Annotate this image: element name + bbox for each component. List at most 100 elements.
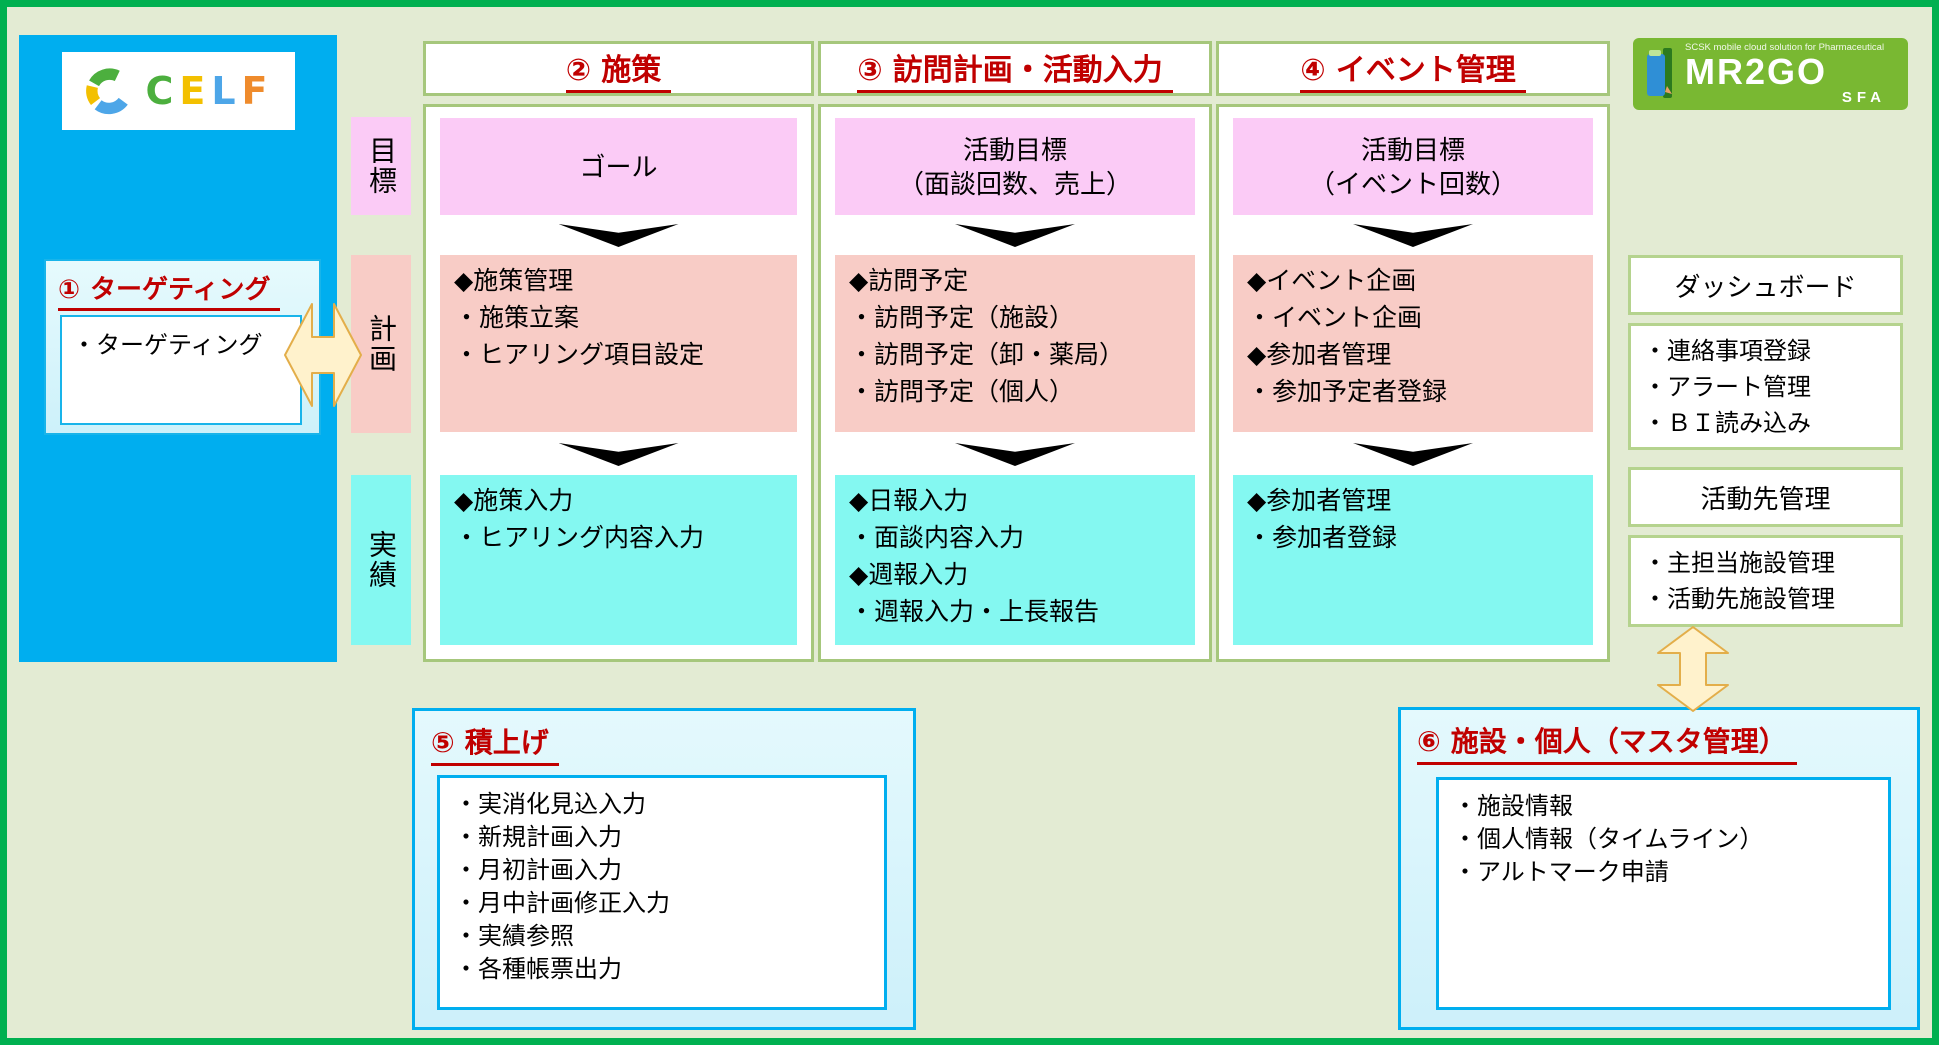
targeting-box: ① ターゲティング ・ターゲティング bbox=[44, 259, 321, 435]
list-item: ・ＢＩ読み込み bbox=[1643, 410, 1811, 437]
tsumiage-title-text: 積上げ bbox=[464, 727, 549, 758]
master-title-text: 施設・個人（マスタ管理） bbox=[1450, 726, 1787, 757]
plan-line: ・ヒアリング項目設定 bbox=[454, 341, 705, 369]
list-item: ・各種帳票出力 bbox=[454, 956, 622, 983]
list-item: ・アラート管理 bbox=[1643, 374, 1811, 401]
plan-box: ◆訪問予定 ・訪問予定（施設） ・訪問予定（卸・薬局） ・訪問予定（個人） bbox=[835, 255, 1195, 432]
celf-logo: CELF bbox=[62, 52, 295, 130]
dashboard-header: ダッシュボード bbox=[1628, 255, 1903, 315]
list-item: ・ターゲティング bbox=[72, 332, 263, 359]
result-box: ◆施策入力 ・ヒアリング内容入力 bbox=[440, 475, 797, 645]
down-arrow-icon bbox=[558, 224, 679, 247]
column-header-houmon: ③ 訪問計画・活動入力 bbox=[818, 41, 1212, 96]
down-arrow-icon bbox=[1353, 224, 1473, 247]
list-item: ・新規計画入力 bbox=[454, 824, 622, 851]
plan-box: ◆イベント企画 ・イベント企画 ◆参加者管理 ・参加予定者登録 bbox=[1233, 255, 1593, 432]
row-label-text: 実績 bbox=[366, 530, 397, 590]
result-line: ◆施策入力 bbox=[454, 487, 574, 515]
goal-line: 活動目標 bbox=[962, 134, 1067, 165]
plan-line: ◆イベント企画 bbox=[1247, 267, 1417, 295]
down-arrow-icon bbox=[1353, 443, 1473, 466]
row-label-result: 実績 bbox=[351, 475, 411, 645]
plan-line: ◆訪問予定 bbox=[849, 267, 969, 295]
down-arrow-icon bbox=[558, 443, 679, 466]
row-label-text: 計画 bbox=[366, 314, 397, 374]
column-title: 訪問計画・活動入力 bbox=[892, 53, 1163, 87]
master-title: ⑥ 施設・個人（マスタ管理） bbox=[1417, 720, 1797, 765]
step-number: ④ bbox=[1300, 53, 1326, 87]
master-box: ⑥ 施設・個人（マスタ管理） ・施設情報 ・個人情報（タイムライン） ・アルトマー… bbox=[1398, 707, 1920, 1030]
celf-panel: CELF ① ターゲティング ・ターゲティング bbox=[19, 35, 337, 662]
tsumiage-list: ・実消化見込入力 ・新規計画入力 ・月初計画入力 ・月中計画修正入力 ・実績参照… bbox=[437, 775, 887, 1010]
goal-box: 活動目標 （面談回数、売上） bbox=[835, 118, 1195, 215]
activity-list: ・主担当施設管理 ・活動先施設管理 bbox=[1628, 535, 1903, 627]
result-line: ◆参加者管理 bbox=[1247, 487, 1392, 515]
celf-letter: E bbox=[179, 69, 212, 113]
tsumiage-title: ⑤ 積上げ bbox=[431, 721, 559, 766]
step-number: ⑥ bbox=[1417, 726, 1441, 757]
brand-name: MR2GO bbox=[1685, 51, 1828, 93]
master-list: ・施設情報 ・個人情報（タイムライン） ・アルトマーク申請 bbox=[1436, 777, 1891, 1010]
targeting-list: ・ターゲティング bbox=[60, 315, 302, 425]
column-body-event: 活動目標 （イベント回数） ◆イベント企画 ・イベント企画 ◆参加者管理 ・参加… bbox=[1216, 104, 1610, 662]
row-label-goal: 目標 bbox=[351, 117, 411, 215]
result-line: ◆週報入力 bbox=[849, 561, 969, 589]
column-title: 施策 bbox=[601, 53, 662, 87]
column-body-houmon: 活動目標 （面談回数、売上） ◆訪問予定 ・訪問予定（施設） ・訪問予定（卸・薬… bbox=[818, 104, 1212, 662]
activity-title: 活動先管理 bbox=[1700, 483, 1831, 514]
result-box: ◆日報入力 ・面談内容入力 ◆週報入力 ・週報入力・上長報告 bbox=[835, 475, 1195, 645]
result-line: ◆日報入力 bbox=[849, 487, 969, 515]
celf-letter: F bbox=[241, 69, 274, 113]
result-line: ・週報入力・上長報告 bbox=[849, 598, 1100, 626]
celf-wordmark: CELF bbox=[145, 69, 273, 113]
mr2go-logo: SCSK mobile cloud solution for Pharmaceu… bbox=[1633, 38, 1908, 110]
plan-line: ・施策立案 bbox=[454, 304, 580, 332]
targeting-title-text: ターゲティング bbox=[90, 274, 271, 304]
result-line: ・面談内容入力 bbox=[849, 524, 1025, 552]
list-item: ・施設情報 bbox=[1453, 793, 1573, 820]
list-item: ・実績参照 bbox=[454, 923, 574, 950]
step-number: ③ bbox=[857, 53, 883, 87]
result-line: ・ヒアリング内容入力 bbox=[454, 524, 705, 552]
goal-box: ゴール bbox=[440, 118, 797, 215]
sync-arrow-icon bbox=[284, 303, 362, 407]
column-title: イベント管理 bbox=[1335, 53, 1516, 87]
targeting-title: ① ターゲティング bbox=[58, 269, 281, 311]
list-item: ・月中計画修正入力 bbox=[454, 890, 670, 917]
plan-line: ・訪問予定（施設） bbox=[849, 304, 1075, 332]
tsumiage-box: ⑤ 積上げ ・実消化見込入力 ・新規計画入力 ・月初計画入力 ・月中計画修正入力 … bbox=[412, 708, 916, 1030]
list-item: ・活動先施設管理 bbox=[1643, 586, 1835, 613]
list-item: ・アルトマーク申請 bbox=[1453, 859, 1669, 886]
list-item: ・主担当施設管理 bbox=[1643, 550, 1835, 577]
list-item: ・月初計画入力 bbox=[454, 857, 622, 884]
brand-sub: SFA bbox=[1841, 89, 1886, 107]
goal-line: ゴール bbox=[579, 151, 658, 182]
column-body-shisaku: ゴール ◆施策管理 ・施策立案 ・ヒアリング項目設定 ◆施策入力 ・ヒアリング内… bbox=[423, 104, 814, 662]
activity-header: 活動先管理 bbox=[1628, 467, 1903, 527]
goal-line: （イベント回数） bbox=[1308, 168, 1517, 199]
dashboard-list: ・連絡事項登録 ・アラート管理 ・ＢＩ読み込み bbox=[1628, 323, 1903, 450]
plan-line: ・イベント企画 bbox=[1247, 304, 1423, 332]
down-arrow-icon bbox=[955, 224, 1075, 247]
list-item: ・個人情報（タイムライン） bbox=[1453, 826, 1764, 853]
row-label-plan: 計画 bbox=[351, 255, 411, 433]
plan-line: ・参加予定者登録 bbox=[1247, 378, 1448, 406]
list-item: ・実消化見込入力 bbox=[454, 791, 646, 818]
step-number: ⑤ bbox=[431, 727, 455, 758]
mr2go-text: SCSK mobile cloud solution for Pharmaceu… bbox=[1685, 43, 1898, 106]
down-arrow-icon bbox=[955, 443, 1075, 466]
mr2go-device-icon bbox=[1647, 48, 1672, 98]
step-number: ① bbox=[58, 274, 81, 304]
plan-line: ・訪問予定（卸・薬局） bbox=[849, 341, 1125, 369]
plan-line: ◆施策管理 bbox=[454, 267, 574, 295]
plan-line: ◆参加者管理 bbox=[1247, 341, 1392, 369]
result-box: ◆参加者管理 ・参加者登録 bbox=[1233, 475, 1593, 645]
flow-arrow-icon bbox=[1657, 626, 1729, 712]
celf-c-mark-icon bbox=[86, 68, 129, 115]
goal-line: （面談回数、売上） bbox=[897, 168, 1132, 199]
plan-line: ・訪問予定（個人） bbox=[849, 378, 1075, 406]
column-header-event: ④ イベント管理 bbox=[1216, 41, 1610, 96]
row-label-text: 目標 bbox=[366, 136, 397, 196]
